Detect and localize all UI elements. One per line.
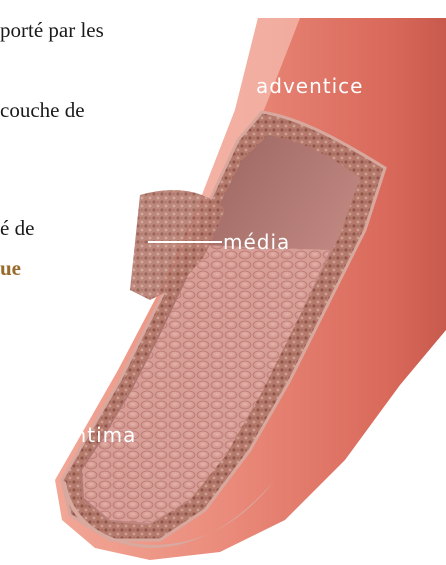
text-fragment-line3: é de bbox=[0, 218, 34, 239]
adventice-label: adventice bbox=[256, 74, 363, 98]
media-label: média bbox=[223, 230, 290, 254]
text-fragment-line4: ue bbox=[0, 258, 21, 279]
text-fragment-line1: porté par les bbox=[0, 20, 104, 41]
text-fragment-line2: couche de bbox=[0, 100, 85, 121]
intima-label: intima bbox=[67, 423, 136, 447]
